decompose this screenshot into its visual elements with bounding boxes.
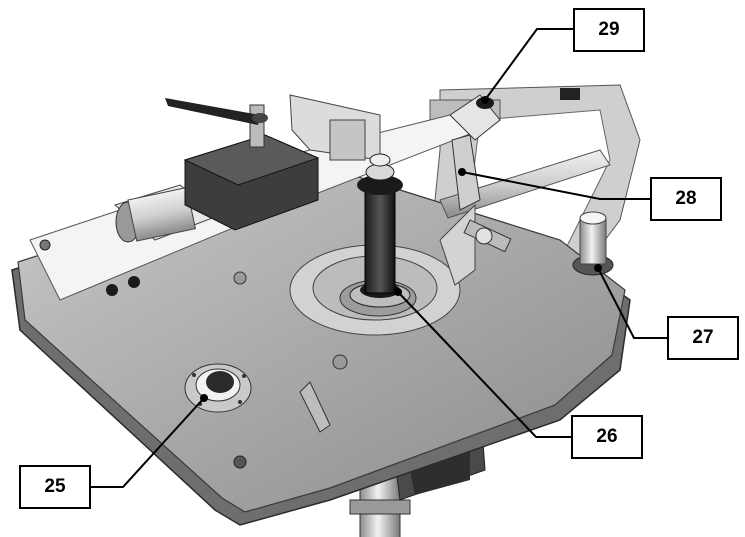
callout-27: 27 — [667, 316, 739, 360]
center-bracket — [289, 94, 381, 161]
socket-receptacle — [184, 363, 252, 413]
callout-25: 25 — [19, 465, 91, 509]
leader-26 — [397, 291, 572, 438]
slide-block — [106, 98, 320, 296]
leader-25 — [91, 397, 205, 488]
base-plate — [11, 109, 631, 526]
callout-29: 29 — [573, 8, 645, 52]
leader-lines — [91, 28, 668, 488]
callout-26: 26 — [571, 415, 643, 459]
leader-27 — [597, 267, 668, 339]
leader-dots — [200, 96, 602, 402]
leader-28 — [461, 171, 652, 200]
spindle-column — [349, 153, 411, 308]
locating-pin — [572, 211, 614, 276]
leader-29 — [484, 28, 573, 101]
callout-28: 28 — [650, 177, 722, 221]
